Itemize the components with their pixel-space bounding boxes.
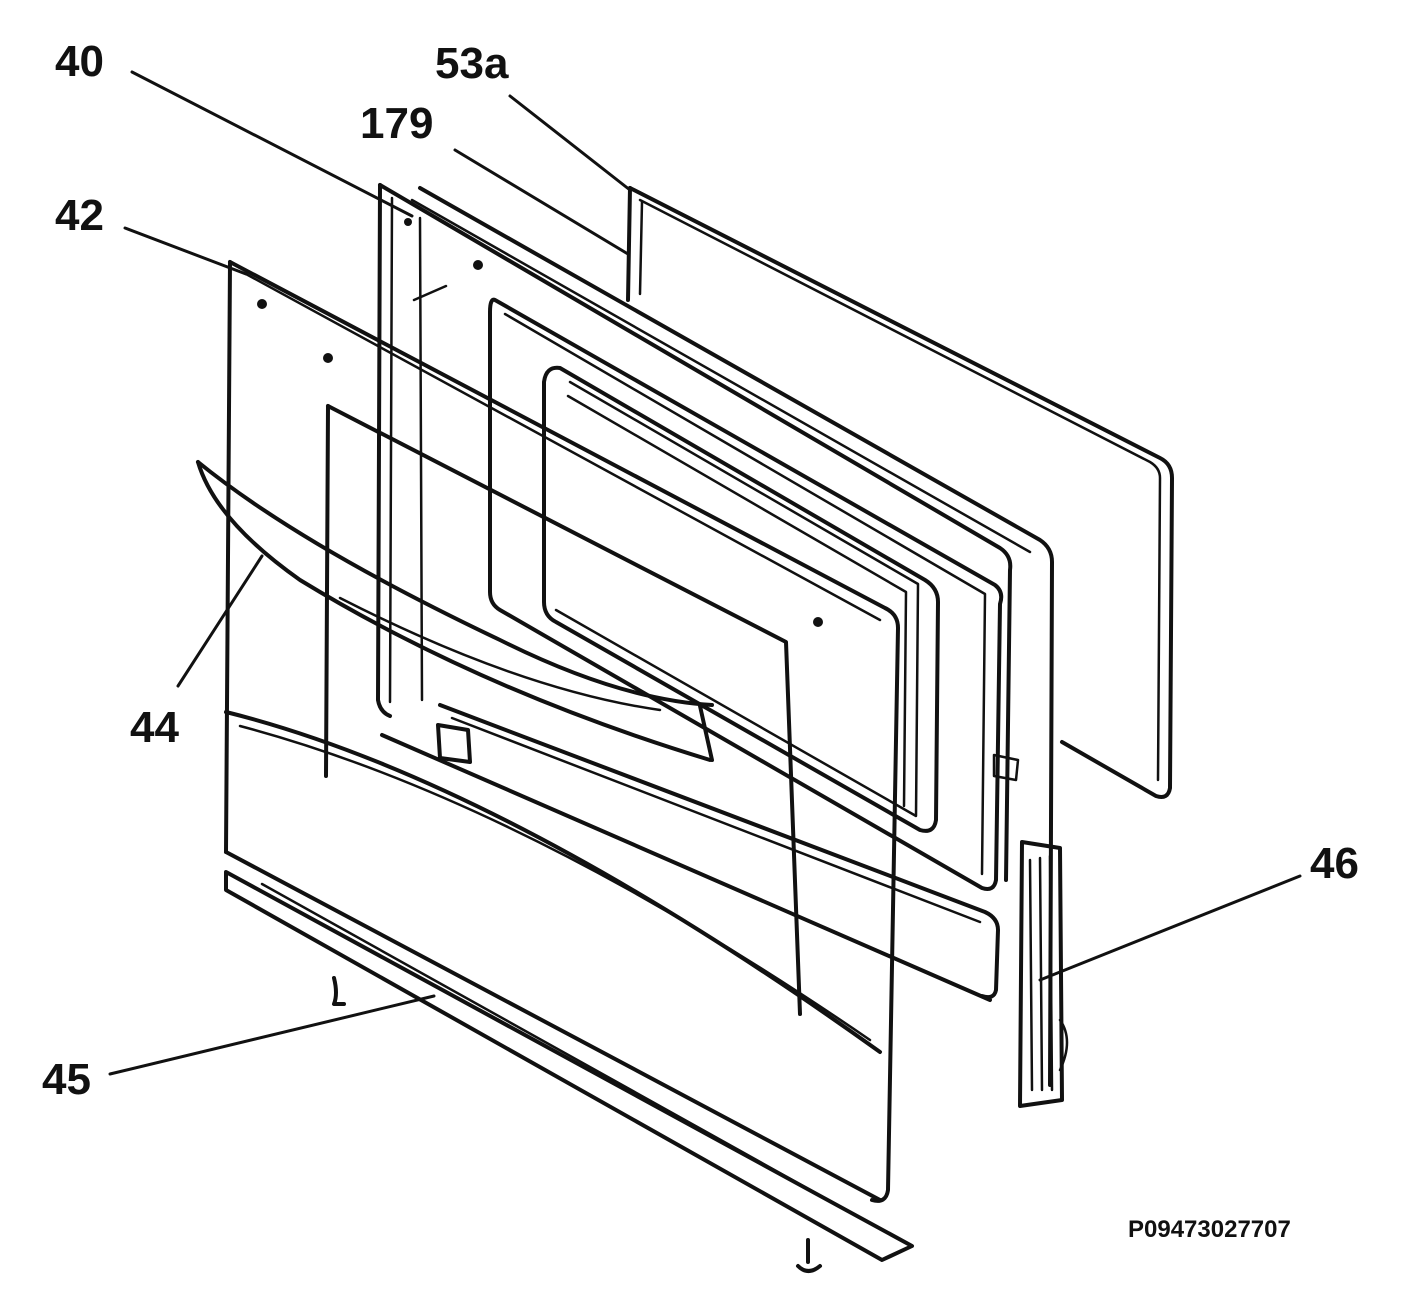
drawing-code: P09473027707 <box>1128 1216 1291 1243</box>
part-label-42: 42 <box>55 191 104 240</box>
part-label-44: 44 <box>130 703 179 752</box>
part-label-40: 40 <box>55 37 104 86</box>
inner-door-panel <box>376 183 1020 1002</box>
door-handle <box>196 460 714 762</box>
door-seal-frame <box>410 186 1054 1087</box>
part-label-46: 46 <box>1310 839 1359 888</box>
inner-window-glass <box>542 365 940 833</box>
leader-lines <box>108 70 1302 1076</box>
outer-door-glass <box>224 260 900 1203</box>
rear-glass-panel <box>626 186 1174 799</box>
bottom-trim-strip <box>224 870 914 1273</box>
right-hinge <box>1018 840 1069 1108</box>
part-label-53a: 53a <box>435 39 509 88</box>
part-label-179: 179 <box>360 99 434 148</box>
part-label-45: 45 <box>42 1055 91 1104</box>
